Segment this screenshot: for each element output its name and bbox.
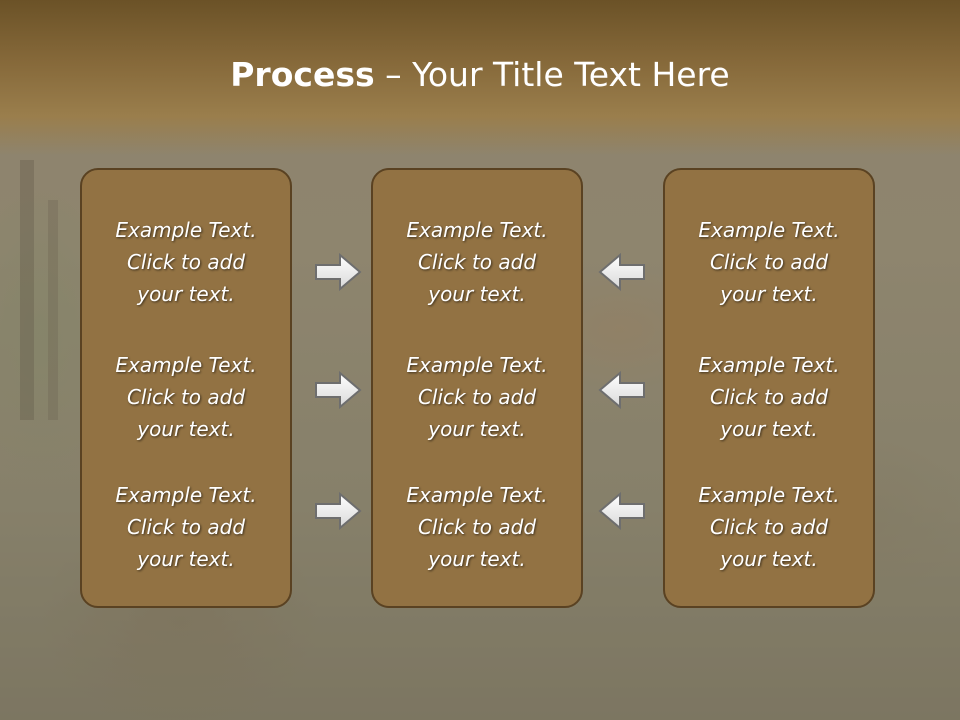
background-tree [48, 200, 58, 420]
process-box-center[interactable]: Example Text. Click to add your text. Ex… [371, 168, 583, 608]
background-tree [20, 160, 34, 420]
title-rest: – Your Title Text Here [374, 55, 730, 94]
text-line: Click to add [126, 250, 246, 274]
text-line: your text. [428, 417, 526, 441]
text-block[interactable]: Example Text. Click to add your text. [373, 349, 581, 445]
text-line: Example Text. [406, 218, 548, 242]
text-line: your text. [720, 282, 818, 306]
text-block[interactable]: Example Text. Click to add your text. [82, 479, 290, 575]
arrow-right-icon [315, 370, 362, 410]
text-block[interactable]: Example Text. Click to add your text. [665, 214, 873, 310]
text-line: Click to add [417, 250, 537, 274]
text-line: Click to add [709, 385, 829, 409]
arrow-right-icon [315, 252, 362, 292]
text-block[interactable]: Example Text. Click to add your text. [82, 349, 290, 445]
arrow-right-icon [315, 491, 362, 531]
text-line: your text. [137, 282, 235, 306]
text-line: your text. [720, 547, 818, 571]
text-line: Click to add [126, 385, 246, 409]
text-line: your text. [428, 282, 526, 306]
text-line: your text. [428, 547, 526, 571]
text-line: Click to add [417, 515, 537, 539]
text-line: Example Text. [698, 218, 840, 242]
text-line: Example Text. [698, 483, 840, 507]
text-line: your text. [137, 547, 235, 571]
arrow-left-icon [598, 370, 645, 410]
text-block[interactable]: Example Text. Click to add your text. [665, 479, 873, 575]
text-line: Click to add [709, 250, 829, 274]
text-line: Example Text. [406, 483, 548, 507]
slide-title[interactable]: Process – Your Title Text Here [0, 52, 960, 98]
text-line: your text. [720, 417, 818, 441]
text-line: Click to add [709, 515, 829, 539]
text-line: Click to add [126, 515, 246, 539]
text-line: Example Text. [115, 218, 257, 242]
text-block[interactable]: Example Text. Click to add your text. [665, 349, 873, 445]
arrow-left-icon [598, 491, 645, 531]
text-line: Example Text. [698, 353, 840, 377]
text-block[interactable]: Example Text. Click to add your text. [373, 214, 581, 310]
process-box-right[interactable]: Example Text. Click to add your text. Ex… [663, 168, 875, 608]
process-box-left[interactable]: Example Text. Click to add your text. Ex… [80, 168, 292, 608]
text-line: Click to add [417, 385, 537, 409]
text-line: Example Text. [406, 353, 548, 377]
title-band [0, 0, 960, 155]
text-line: Example Text. [115, 353, 257, 377]
text-block[interactable]: Example Text. Click to add your text. [373, 479, 581, 575]
arrow-left-icon [598, 252, 645, 292]
text-line: Example Text. [115, 483, 257, 507]
text-line: your text. [137, 417, 235, 441]
title-bold: Process [230, 55, 375, 94]
text-block[interactable]: Example Text. Click to add your text. [82, 214, 290, 310]
